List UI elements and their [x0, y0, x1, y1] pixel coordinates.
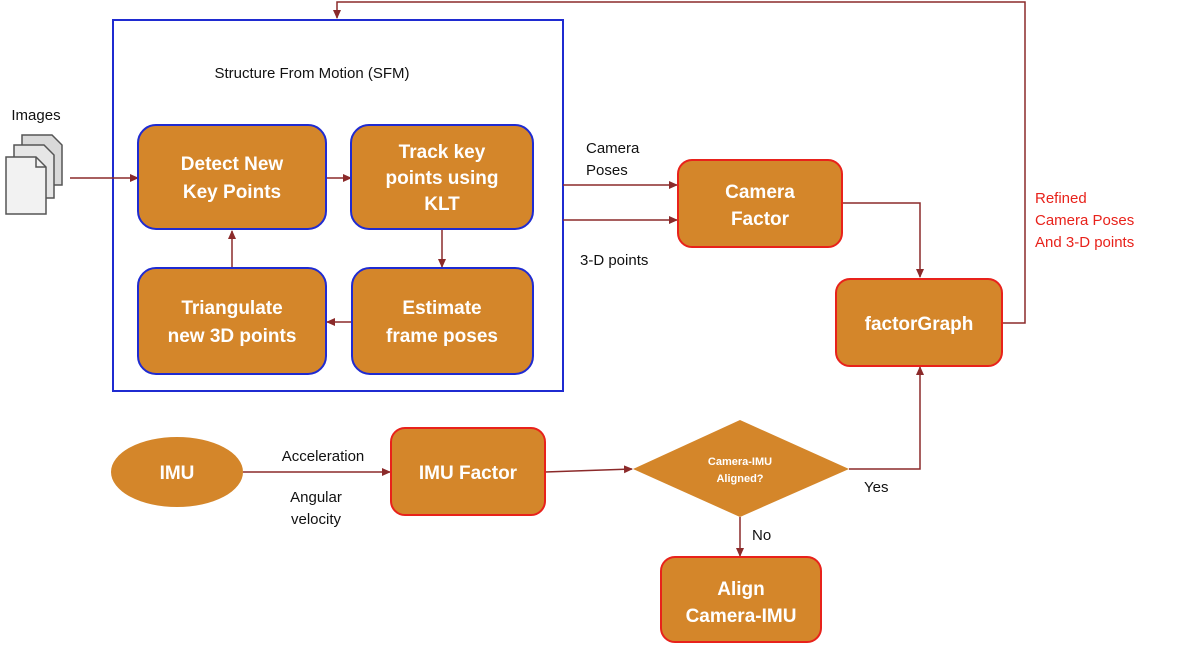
svg-text:new 3D points: new 3D points — [168, 326, 297, 347]
arrow-decision-yes — [849, 366, 924, 470]
arrow-imu-factor-to-decision — [544, 465, 633, 474]
estimate-node: Estimate frame poses — [351, 267, 534, 375]
svg-text:points using: points using — [386, 168, 499, 189]
document-stack-icon — [5, 134, 63, 215]
aligned-decision-node: Camera-IMU Aligned? — [633, 420, 849, 517]
svg-text:Aligned?: Aligned? — [716, 473, 763, 485]
yes-label: Yes — [864, 479, 888, 496]
svg-text:Factor: Factor — [731, 209, 790, 230]
svg-text:Camera: Camera — [725, 182, 795, 203]
camera-poses-label-2: Poses — [586, 162, 628, 179]
svg-text:Key Points: Key Points — [183, 182, 281, 203]
images-label: Images — [11, 107, 60, 124]
angular-velocity-label-2: velocity — [291, 511, 342, 528]
svg-text:factorGraph: factorGraph — [865, 314, 974, 335]
factor-graph-node: factorGraph — [835, 278, 1003, 367]
svg-text:Track key: Track key — [399, 142, 486, 163]
imu-factor-node: IMU Factor — [390, 427, 546, 516]
sfm-container — [112, 19, 564, 392]
camera-poses-label-1: Camera — [586, 140, 640, 157]
svg-text:Estimate: Estimate — [402, 298, 481, 319]
svg-text:Detect New: Detect New — [181, 154, 284, 175]
points-3d-label: 3-D points — [580, 252, 648, 269]
arrow-camera-factor-to-factorgraph — [842, 202, 924, 278]
detect-node: Detect New Key Points — [137, 124, 327, 230]
svg-text:KLT: KLT — [424, 194, 460, 215]
svg-text:Triangulate: Triangulate — [181, 298, 282, 319]
svg-text:Align: Align — [717, 579, 765, 600]
refined-label-2: Camera Poses — [1035, 212, 1134, 229]
svg-text:frame poses: frame poses — [386, 326, 498, 347]
refined-label-1: Refined — [1035, 190, 1087, 207]
camera-factor-node: Camera Factor — [677, 159, 843, 248]
svg-text:Camera-IMU: Camera-IMU — [708, 456, 772, 468]
sfm-title: Structure From Motion (SFM) — [214, 65, 409, 82]
angular-velocity-label-1: Angular — [290, 489, 342, 506]
arrow-factorgraph-feedback — [333, 1, 1026, 324]
refined-label-3: And 3-D points — [1035, 234, 1134, 251]
arrows — [70, 1, 1026, 557]
svg-text:IMU: IMU — [160, 463, 195, 484]
svg-text:IMU Factor: IMU Factor — [419, 463, 518, 484]
triangulate-node: Triangulate new 3D points — [137, 267, 327, 375]
no-label: No — [752, 527, 771, 544]
acceleration-label: Acceleration — [282, 448, 365, 465]
track-node: Track key points using KLT — [350, 124, 534, 230]
align-camera-imu-node: Align Camera-IMU — [660, 556, 822, 643]
svg-text:Camera-IMU: Camera-IMU — [686, 606, 797, 627]
imu-node: IMU — [111, 437, 243, 507]
